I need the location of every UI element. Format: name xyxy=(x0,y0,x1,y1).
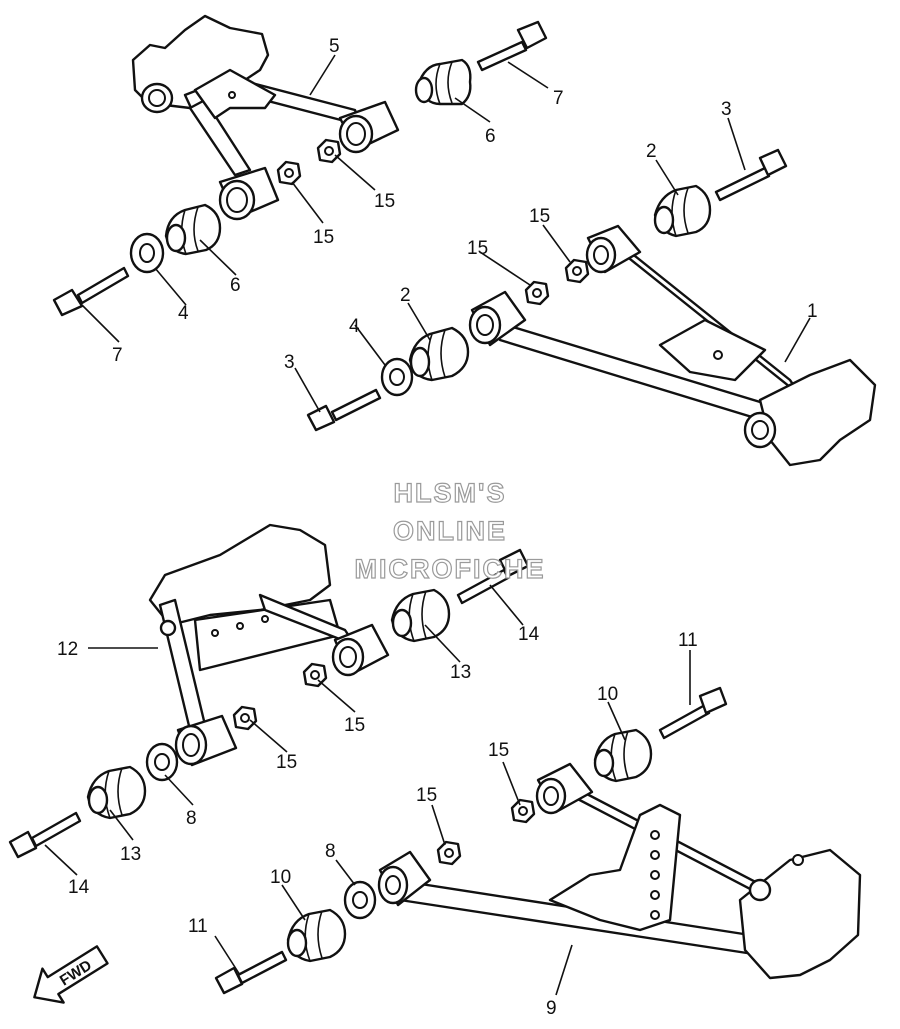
washer-4-center xyxy=(380,357,414,397)
watermark-line-1: HLSM'S xyxy=(394,478,507,508)
callout-1: 1 xyxy=(807,301,818,322)
bushing-13-right xyxy=(390,588,451,643)
bolt-14-right xyxy=(456,548,530,605)
callout-5: 5 xyxy=(329,36,340,57)
callout-12: 12 xyxy=(57,639,78,660)
callout-15-h: 15 xyxy=(416,785,437,806)
callout-7-left: 7 xyxy=(112,345,123,366)
bushing-10-right xyxy=(593,728,653,783)
bushing-6-left xyxy=(164,203,222,256)
callout-4-center: 4 xyxy=(349,316,360,337)
callout-6-left: 6 xyxy=(230,275,241,296)
callout-9: 9 xyxy=(546,998,557,1019)
callout-15-d: 15 xyxy=(467,238,488,259)
arm-1 xyxy=(468,224,877,467)
bolt-11-bottom xyxy=(214,950,288,995)
bushing-10-bottom xyxy=(286,908,347,963)
leader-lines xyxy=(44,54,811,996)
callout-15-e: 15 xyxy=(344,715,365,736)
callout-15-a: 15 xyxy=(374,191,395,212)
callout-3-right: 3 xyxy=(721,99,732,120)
bolt-3-center xyxy=(306,388,382,432)
callout-2-right: 2 xyxy=(646,141,657,162)
upper-arm-5 xyxy=(131,14,400,221)
callout-13-right: 13 xyxy=(450,662,471,683)
watermark: HLSM'S ONLINE MICROFICHE xyxy=(354,477,546,584)
callout-7-top: 7 xyxy=(553,88,564,109)
callout-4-left: 4 xyxy=(178,303,189,324)
nut-15-c xyxy=(524,280,550,306)
nut-15-b xyxy=(316,138,342,164)
callout-14-left: 14 xyxy=(68,877,90,898)
washer-8-bottom xyxy=(343,880,377,920)
callout-10-bottom: 10 xyxy=(270,867,291,888)
callout-15-g: 15 xyxy=(488,740,509,761)
arm-9 xyxy=(377,762,862,980)
nut-15-e xyxy=(302,662,328,688)
callout-15-b: 15 xyxy=(313,227,334,248)
bushing-2-right xyxy=(653,184,712,238)
callout-15-f: 15 xyxy=(276,752,297,773)
nut-15-a xyxy=(276,160,302,186)
callout-8-left: 8 xyxy=(186,808,197,829)
bolt-3-right xyxy=(714,148,788,202)
bolt-7-left xyxy=(52,266,130,317)
bolt-7-top xyxy=(476,20,548,72)
callout-15-c: 15 xyxy=(529,206,550,227)
callout-3-center: 3 xyxy=(284,352,295,373)
bushing-6-top xyxy=(414,58,472,106)
nut-15-d xyxy=(564,258,590,284)
callout-10-right: 10 xyxy=(597,684,618,705)
bushing-2-center xyxy=(408,326,470,382)
nut-15-g xyxy=(510,798,536,824)
callout-11-bottom: 11 xyxy=(188,916,208,937)
washer-8-left xyxy=(145,742,179,782)
callout-13-left: 13 xyxy=(120,844,141,865)
callout-11-right: 11 xyxy=(678,630,698,651)
callout-6-top: 6 xyxy=(485,126,496,147)
fwd-arrow-icon xyxy=(33,945,109,1004)
watermark-line-3: MICROFICHE xyxy=(355,554,546,584)
callout-labels: 5 7 6 3 2 15 15 15 15 6 4 7 2 1 4 3 14 1… xyxy=(57,36,818,1019)
nut-15-f xyxy=(232,705,258,731)
washer-4-left xyxy=(129,232,165,274)
callout-2-center: 2 xyxy=(400,285,411,306)
nut-15-h xyxy=(436,840,462,866)
arm-12 xyxy=(148,523,390,767)
callout-8-bottom: 8 xyxy=(325,841,336,862)
watermark-line-2: ONLINE xyxy=(393,516,507,546)
bolt-14-left xyxy=(8,811,82,859)
bushing-13-left xyxy=(86,765,147,820)
fwd-arrow: FWD xyxy=(33,945,109,1004)
bolt-11-right xyxy=(658,686,728,740)
callout-14-right: 14 xyxy=(518,624,540,645)
